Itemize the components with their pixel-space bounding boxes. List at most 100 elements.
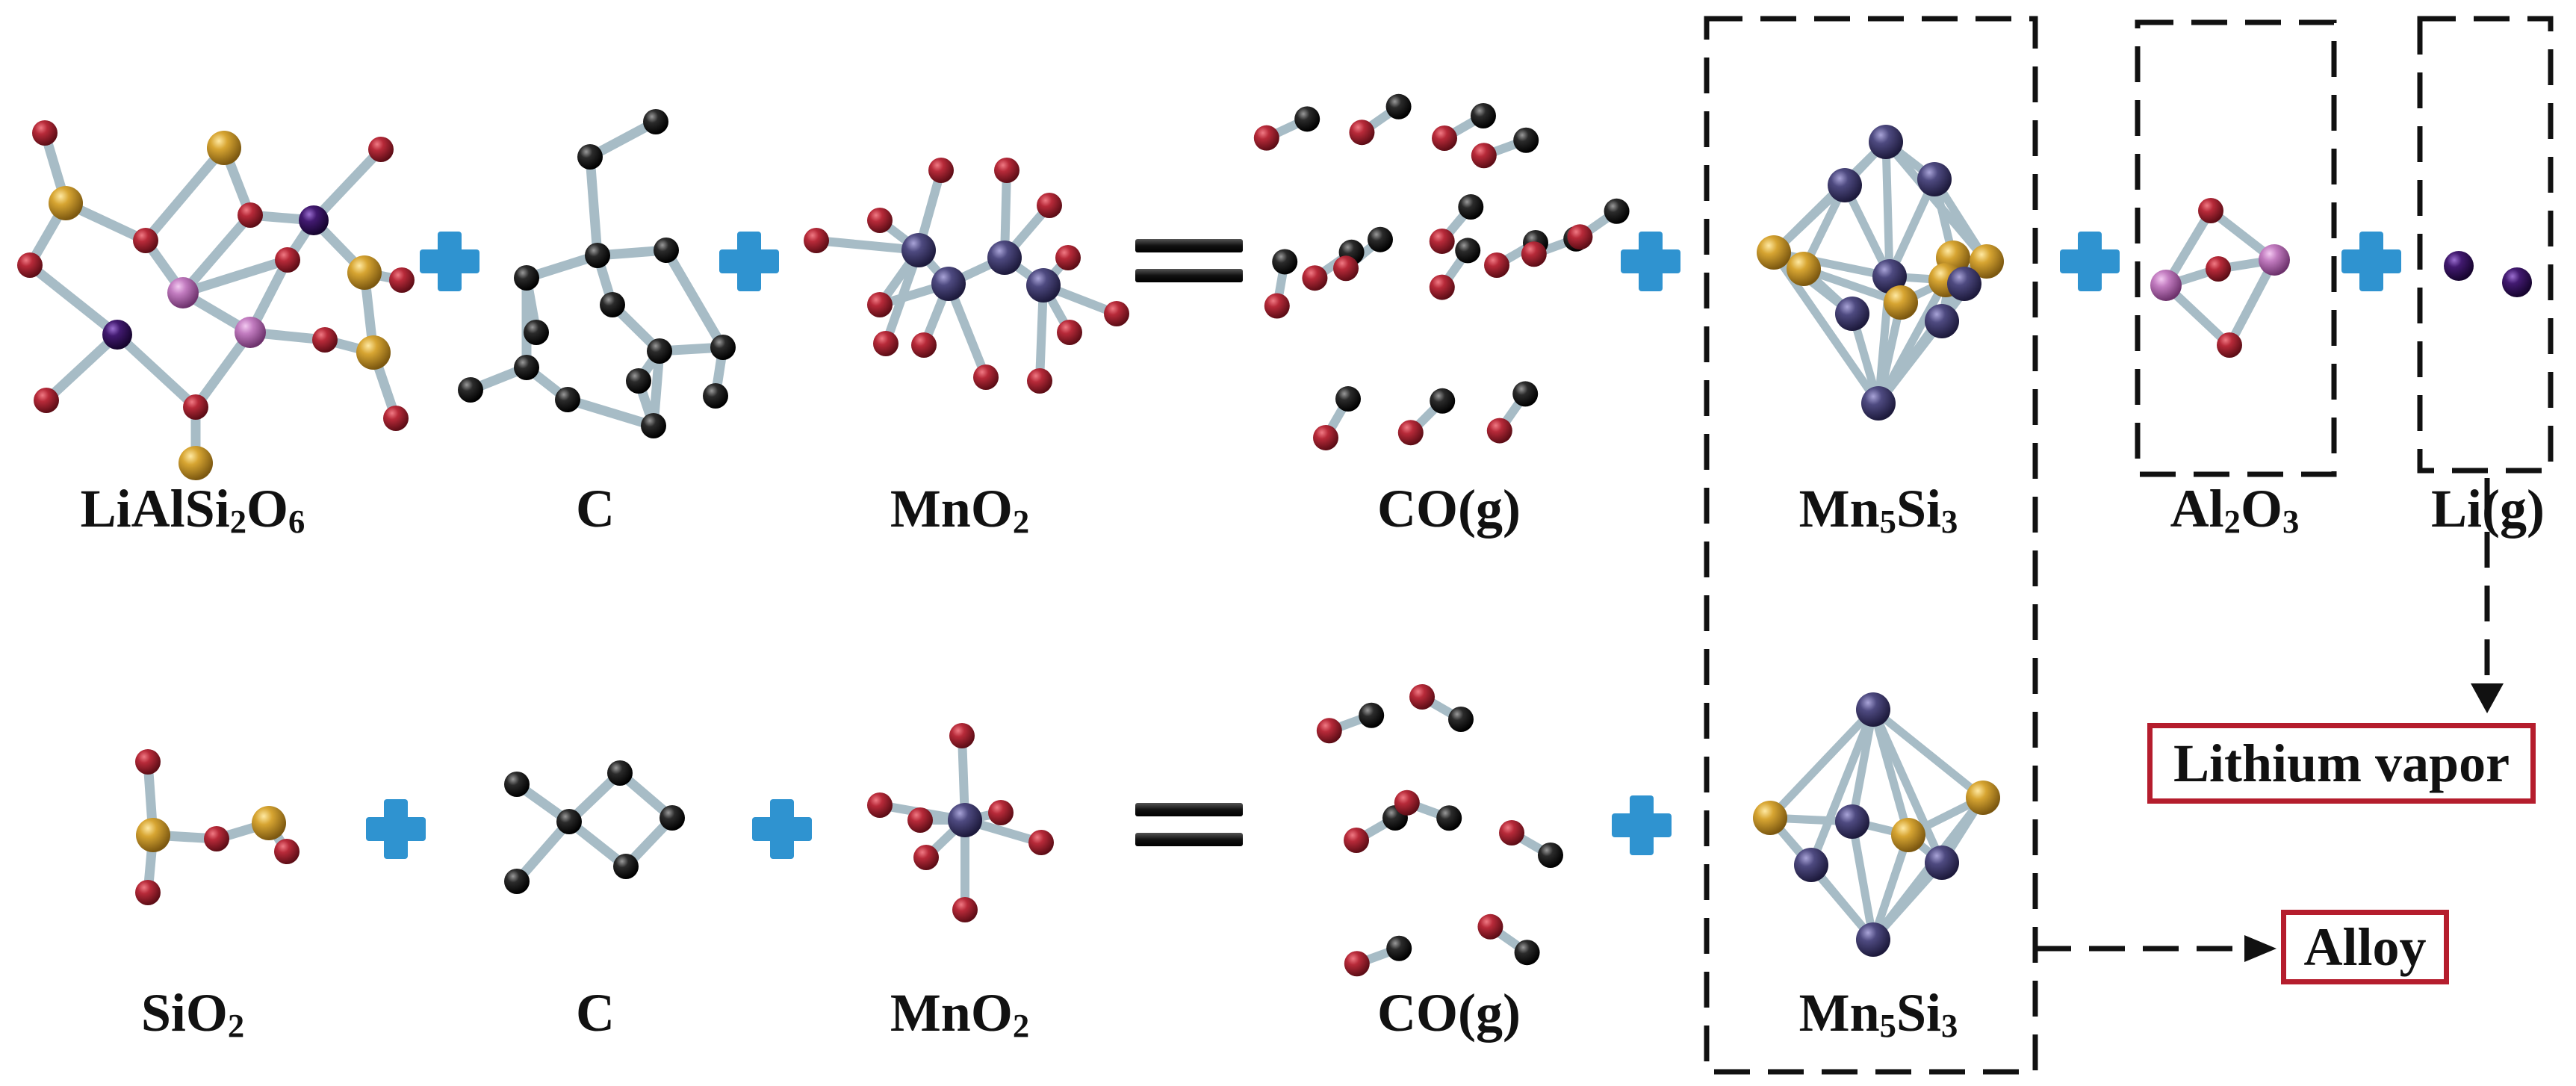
oxygen-atom: [2206, 256, 2231, 282]
oxygen-atom: [911, 332, 937, 358]
manganese-atom: [931, 267, 966, 301]
label-r1-lialsi2o6: LiAlSi2O6: [80, 479, 305, 541]
silicon-atom: [1970, 244, 2004, 279]
carbon-atom: [643, 109, 668, 134]
dashed-frame-mn5si3: [1704, 16, 2038, 1075]
oxygen-atom: [1333, 255, 1359, 282]
oxygen-atom: [949, 723, 975, 748]
manganese-atom: [1861, 386, 1896, 421]
bond: [1869, 858, 1946, 944]
bond: [178, 255, 293, 298]
oxygen-atom: [928, 158, 954, 183]
bond: [1869, 705, 1946, 867]
carbon-atom: [1537, 843, 1563, 868]
carbon-atom: [607, 760, 633, 786]
bond: [1848, 817, 1878, 944]
label-r2-carbon: C: [576, 983, 615, 1043]
manganese-atom: [1869, 125, 1903, 159]
lithium-atom: [102, 320, 132, 350]
bond: [1869, 831, 1913, 944]
oxygen-atom: [1521, 241, 1547, 267]
manganese-atom: [987, 241, 1022, 275]
lithium-atom: [299, 205, 329, 235]
lithium-atom: [2444, 251, 2474, 281]
bond: [562, 394, 659, 431]
oxygen-atom: [973, 364, 999, 390]
manganese-atom: [1828, 168, 1862, 202]
silicon-atom: [356, 335, 391, 370]
plus-sign: [2359, 232, 2383, 291]
carbon-atom: [1386, 935, 1412, 961]
carbon-atom: [710, 335, 736, 360]
oxygen-atom: [1316, 718, 1342, 744]
oxygen-atom: [1409, 684, 1436, 710]
oxygen-atom: [952, 897, 978, 922]
bond: [585, 152, 603, 261]
oxygen-atom: [907, 807, 933, 833]
oxygen-atom: [1471, 143, 1497, 169]
aluminum-atom: [235, 317, 266, 348]
label-r1-mn5si3: Mn5Si3: [1798, 479, 1958, 541]
manganese-atom: [1856, 692, 1890, 727]
operators-layer: [366, 232, 2401, 859]
oxygen-atom: [1429, 228, 1455, 254]
carbon-atom: [1335, 386, 1361, 412]
label-r2-co-gas: CO(g): [1377, 983, 1521, 1043]
plus-sign: [1630, 795, 1654, 855]
carbon-atom: [1458, 194, 1484, 220]
carbon-atom: [1470, 103, 1496, 128]
oxygen-atom: [135, 749, 161, 775]
silicon-atom: [347, 255, 382, 290]
oxygen-atom: [994, 158, 1019, 183]
lithium-vapor-box: Lithium vapor: [2147, 723, 2536, 804]
bond: [25, 260, 122, 340]
oxygen-atom: [2198, 198, 2223, 223]
aluminum-atom: [167, 277, 199, 308]
silicon-atom: [207, 131, 241, 165]
plus-sign: [1639, 232, 1663, 291]
carbon-atom: [504, 772, 530, 797]
carbon-atom: [1430, 388, 1456, 414]
oxygen-atom: [1432, 125, 1458, 151]
bond: [512, 816, 574, 887]
silicon-atom: [1787, 252, 1821, 286]
silicon-atom: [1884, 285, 1918, 320]
oxygen-atom: [135, 880, 161, 905]
oxygen-atom: [368, 137, 394, 162]
plus-sign: [384, 799, 408, 859]
carbon-atom: [1367, 226, 1393, 252]
oxygen-atom: [312, 327, 338, 353]
silicon-atom: [49, 186, 83, 220]
carbon-atom: [613, 854, 639, 879]
silicon-atom: [1753, 801, 1787, 835]
oxygen-atom: [913, 845, 939, 870]
carbon-atom: [703, 383, 728, 409]
bond: [1766, 705, 1878, 822]
carbon-atom: [524, 320, 549, 345]
carbon-atom: [641, 413, 666, 438]
carbon-atom: [1455, 238, 1481, 264]
carbon-atom: [555, 387, 580, 412]
dashed-frames-layer: [1704, 16, 2554, 1075]
label-r1-al2o3: Al2O3: [2170, 479, 2300, 541]
equals-sign: [1135, 803, 1243, 816]
carbon-atom: [600, 292, 625, 317]
silicon-atom: [1891, 818, 1925, 852]
carbon-atom: [556, 809, 582, 834]
carbon-atom: [1359, 702, 1385, 728]
oxygen-atom: [1349, 120, 1375, 146]
bond: [1869, 705, 1987, 802]
carbon-atom: [647, 338, 672, 364]
oxygen-atom: [204, 826, 229, 851]
carbon-atom: [1514, 940, 1540, 966]
manganese-atom: [1925, 304, 1959, 338]
carbon-atom: [585, 243, 610, 268]
oxygen-atom: [34, 388, 59, 413]
carbon-atom: [659, 805, 685, 831]
oxygen-atom: [183, 394, 208, 420]
plus-sign: [438, 232, 462, 291]
carbon-atom: [1447, 707, 1474, 732]
oxygen-atom: [17, 252, 43, 278]
equals-sign: [1135, 269, 1243, 282]
